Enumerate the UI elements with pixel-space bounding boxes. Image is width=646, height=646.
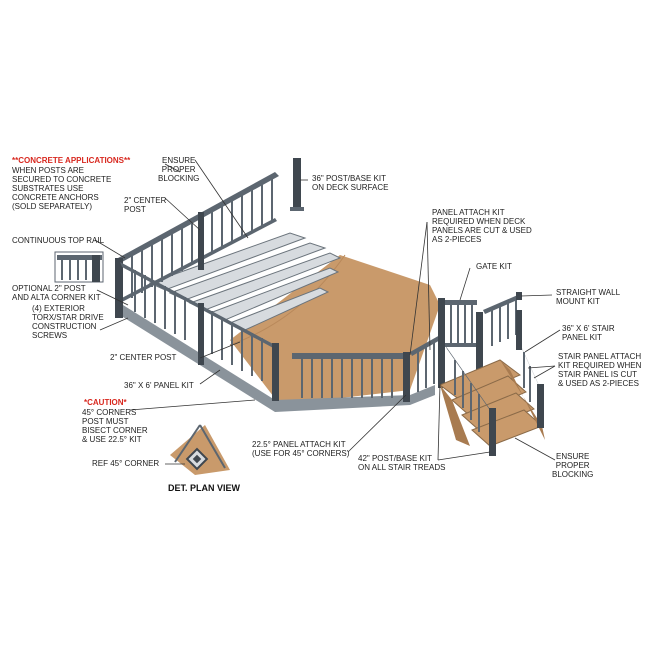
deck-surface [230,255,440,405]
inset-corner-kit [54,251,104,283]
panel-kit-36x6-label: 36" X 6' PANEL KIT [124,381,194,390]
stair-railing-left [445,345,496,456]
optional-corner-kit-label: OPTIONAL 2" POST AND ALTA CORNER KIT [12,284,101,302]
continuous-top-rail-label: CONTINUOUS TOP RAIL [12,236,105,245]
deck-surface-curve [229,254,346,346]
panel-attach-22-5-label: 22.5° PANEL ATTACH KIT (USE FOR 45° CORN… [252,440,350,458]
post-base-kit-42-label: 42" POST/BASE KIT ON ALL STAIR TREADS [358,454,446,472]
stair-panel-kit-label: 36" X 6' STAIR PANEL KIT [562,324,615,342]
panel-attach-kit-label: PANEL ATTACH KIT REQUIRED WHEN DECK PANE… [432,208,532,244]
caution-body: 45° CORNERS POST MUST BISECT CORNER & US… [82,408,148,444]
center-post-bottom-label: 2" CENTER POST [110,353,177,362]
ensure-proper-blocking-bottom-label: ENSURE PROPER BLOCKING [552,452,594,479]
front-railing [120,262,279,401]
leader-lines [94,159,561,465]
right-railing [410,298,445,392]
concrete-applications-title: **CONCRETE APPLICATIONS** [12,156,131,165]
caution-title: *CAUTION* [84,398,127,407]
middle-front-railing [292,352,410,402]
standalone-post [290,158,304,211]
gate [445,300,483,382]
ensure-proper-blocking-top-label: ENSURE PROPER BLOCKING [158,156,200,183]
stair-railing-right [516,310,544,428]
back-right-railing [483,292,522,346]
concrete-applications-body: WHEN POSTS ARE SECURED TO CONCRETE SUBST… [12,166,112,211]
exterior-screws-label: (4) EXTERIOR TORX/STAR DRIVE CONSTRUCTIO… [32,304,104,340]
gate-kit-label: GATE KIT [476,262,512,271]
plan-view-detail [170,424,230,475]
straight-wall-mount-label: STRAIGHT WALL MOUNT KIT [556,288,621,306]
left-railing [118,172,279,303]
stair-panel-attach-label: STAIR PANEL ATTACH KIT REQUIRED WHEN STA… [558,352,642,388]
post-base-kit-36-label: 36" POST/BASE KIT ON DECK SURFACE [312,174,389,192]
corner-post-left [115,258,123,318]
ref-45-corner-label: REF 45° CORNER [92,459,160,468]
det-plan-view-label: DET. PLAN VIEW [168,483,241,493]
center-post-top-label: 2" CENTER POST [124,196,167,214]
